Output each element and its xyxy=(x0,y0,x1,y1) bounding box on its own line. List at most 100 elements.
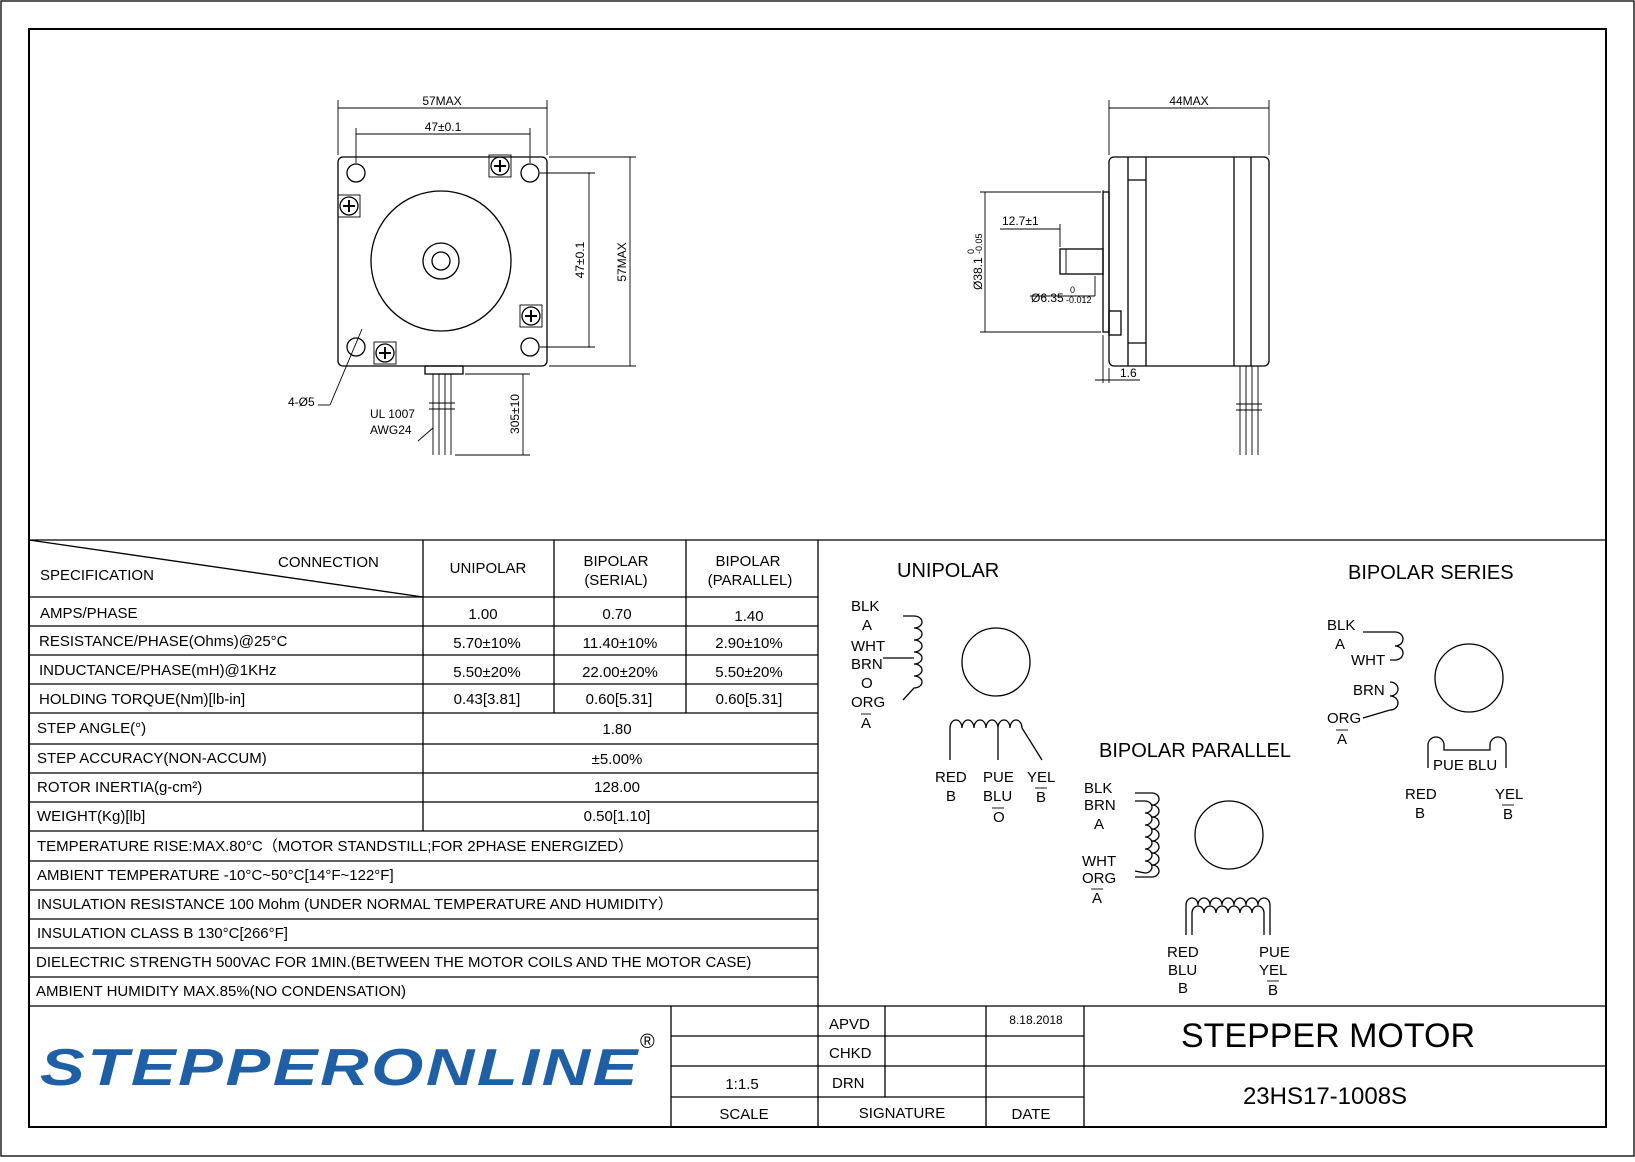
cell-parallel: 2.90±10% xyxy=(715,635,782,652)
spec-table: CONNECTION SPECIFICATION UNIPOLAR BIPOLA… xyxy=(28,539,1606,1007)
lbl-blk: BLK xyxy=(1327,617,1355,634)
chkd-label: CHKD xyxy=(829,1045,872,1062)
dim-lead-length: 305±10 xyxy=(508,394,522,434)
lbl-a: A xyxy=(1335,636,1345,653)
cell-unipolar: 1.00 xyxy=(468,606,497,623)
dim-boss-height: 1.6 xyxy=(1120,366,1137,380)
rotor-circle xyxy=(1434,643,1504,713)
lbl-o-bar: O xyxy=(993,809,1005,826)
title-block: STEPPERONLINE ® 1:1.5 SCALE APVD CHKD DR… xyxy=(40,1006,1606,1127)
full-row: INSULATION CLASS B 130°C[266°F] xyxy=(37,925,288,942)
row-label: RESISTANCE/PHASE(Ohms)@25°C xyxy=(39,633,288,650)
table-row: RESISTANCE/PHASE(Ohms)@25°C 5.70±10% 11.… xyxy=(39,633,783,652)
full-row: AMBIENT HUMIDITY MAX.85%(NO CONDENSATION… xyxy=(36,983,406,1000)
shaft-tol-lower: -0.012 xyxy=(1066,295,1092,305)
row-label: INDUCTANCE/PHASE(mH)@1KHz xyxy=(39,662,276,679)
parallel-title: BIPOLAR PARALLEL xyxy=(1099,740,1291,762)
side-connector xyxy=(1108,310,1122,336)
table-row: STEP ANGLE(°) 1.80 xyxy=(37,720,632,738)
lbl-b: B xyxy=(1415,805,1425,822)
rotor-circle xyxy=(961,627,1031,697)
lbl-red: RED xyxy=(935,769,967,786)
shaft-outer xyxy=(422,242,460,280)
part-number: 23HS17-1008S xyxy=(1243,1083,1407,1110)
screw-icon xyxy=(373,341,397,365)
col-unipolar: UNIPOLAR xyxy=(450,560,527,577)
table-row: ROTOR INERTIA(g-cm²) 128.00 xyxy=(37,779,640,796)
mount-hole xyxy=(346,163,366,183)
cell-unipolar: 0.43[3.81] xyxy=(454,691,521,708)
company-logo: STEPPERONLINE xyxy=(40,1039,640,1097)
lbl-yel: YEL xyxy=(1259,962,1287,979)
col-bipolar-parallel: BIPOLAR xyxy=(715,553,780,570)
cell-serial: 22.00±20% xyxy=(582,664,658,681)
lbl-org: ORG xyxy=(1327,710,1361,727)
shaft xyxy=(1059,248,1104,275)
dim-hole-spacing-h: 47±0.1 xyxy=(425,120,462,134)
rotor-circle xyxy=(1194,800,1264,870)
table-row: HOLDING TORQUE(Nm)[lb-in] 0.43[3.81] 0.6… xyxy=(39,691,782,708)
lbl-brn: BRN xyxy=(1353,682,1385,699)
lbl-blk: BLK xyxy=(1084,780,1112,797)
col-bipolar-serial-sub: (SERIAL) xyxy=(584,572,647,589)
shaft-tol-upper: 0 xyxy=(1070,285,1075,295)
lbl-red: RED xyxy=(1405,786,1437,803)
lbl-org: ORG xyxy=(1082,870,1116,887)
dim-shaft-length: 12.7±1 xyxy=(1002,214,1039,228)
cell-serial: 11.40±10% xyxy=(583,635,658,652)
coil-a-lower xyxy=(1362,681,1399,719)
coil-a-upper xyxy=(1363,631,1404,661)
lbl-blu: BLU xyxy=(983,788,1012,805)
shaft-inner xyxy=(431,251,451,271)
wiring-unipolar: UNIPOLAR BLK A WHT BRN O ORG A RED B PUE… xyxy=(851,560,1055,826)
cell-parallel: 1.40 xyxy=(734,608,763,625)
drn-label: DRN xyxy=(832,1075,865,1092)
header-specification: SPECIFICATION xyxy=(40,567,154,584)
wiring-bipolar-series: BIPOLAR SERIES BLK A WHT BRN ORG A PUE B… xyxy=(1327,562,1523,823)
screw-icon xyxy=(488,154,512,178)
table-row: AMPS/PHASE 1.00 0.70 1.40 xyxy=(40,605,764,625)
lbl-org: ORG xyxy=(851,694,885,711)
row-label: WEIGHT(Kg)[lb] xyxy=(37,808,145,825)
cell-parallel: 5.50±20% xyxy=(715,664,782,681)
scale-label: SCALE xyxy=(719,1106,768,1123)
wire-type-1: UL 1007 xyxy=(370,407,415,421)
dim-shaft-dia: Ø6.35 xyxy=(1031,291,1064,305)
boss-tol-upper: 0 xyxy=(966,249,976,254)
full-row: TEMPERATURE RISE:MAX.80°C（MOTOR STANDSTI… xyxy=(37,838,633,855)
lead-wires xyxy=(429,374,455,455)
lbl-pue: PUE xyxy=(1259,944,1290,961)
cell-value: 1.80 xyxy=(602,721,631,738)
lbl-brn: BRN xyxy=(851,656,883,673)
full-row: DIELECTRIC STRENGTH 500VAC FOR 1MIN.(BET… xyxy=(36,954,751,971)
cell-serial: 0.70 xyxy=(602,606,631,623)
series-title: BIPOLAR SERIES xyxy=(1348,562,1514,584)
lbl-red: RED xyxy=(1167,944,1199,961)
lbl-blu: BLU xyxy=(1168,962,1197,979)
lbl-wht: WHT xyxy=(851,638,885,655)
screw-icon xyxy=(337,194,361,218)
side-lead-wires xyxy=(1236,366,1262,455)
boss-dia-value: Ø38.1 xyxy=(971,257,985,290)
coil-a xyxy=(902,615,923,701)
col-bipolar-serial: BIPOLAR xyxy=(583,553,648,570)
lbl-b: B xyxy=(1178,980,1188,997)
date-value: 8.18.2018 xyxy=(1009,1013,1063,1027)
lbl-yel: YEL xyxy=(1495,786,1523,803)
row-label: STEP ACCURACY(NON-ACCUM) xyxy=(37,750,267,767)
lbl-a-bar: A xyxy=(1092,890,1102,907)
wire-type-2: AWG24 xyxy=(370,423,412,437)
wiring-bipolar-parallel: BIPOLAR PARALLEL BLK BRN A WHT ORG A RED… xyxy=(1082,740,1291,999)
lbl-b-bar: B xyxy=(1503,806,1513,823)
dim-height-max: 57MAX xyxy=(615,242,629,281)
mount-hole xyxy=(520,337,540,357)
side-dimension-lines xyxy=(980,100,1270,383)
side-view: 44MAX 12.7±1 Ø38.1 0 -0.05 Ø6.35 0 -0.01… xyxy=(966,94,1270,455)
cell-unipolar: 5.50±20% xyxy=(453,664,520,681)
dim-hole-spacing-v: 47±0.1 xyxy=(573,241,587,278)
screw-icon xyxy=(519,304,543,328)
row-label: AMPS/PHASE xyxy=(40,605,138,622)
date-label: DATE xyxy=(1012,1106,1051,1123)
